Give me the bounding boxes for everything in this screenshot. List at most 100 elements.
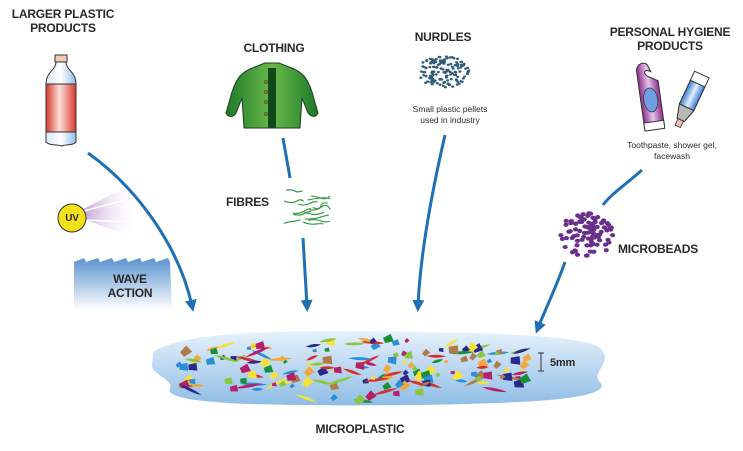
pellet bbox=[429, 80, 433, 84]
microbead bbox=[609, 233, 616, 238]
pellet bbox=[432, 70, 436, 73]
microbead bbox=[594, 242, 600, 247]
plastic-fragment bbox=[311, 379, 335, 385]
plastic-fragment bbox=[215, 341, 236, 349]
microbeads-icon bbox=[558, 211, 616, 258]
plastic-fragment bbox=[470, 371, 478, 378]
pellet bbox=[430, 59, 434, 63]
pellet bbox=[429, 75, 433, 78]
scale-bar-icon bbox=[538, 352, 544, 372]
pellet bbox=[432, 65, 436, 69]
plastic-fragment bbox=[370, 340, 381, 351]
plastic-fragment bbox=[391, 339, 400, 346]
microbead bbox=[597, 238, 603, 243]
plastic-fragment bbox=[481, 387, 507, 393]
microplastic-fragments bbox=[175, 333, 532, 405]
label-fibres: FIBRES bbox=[226, 195, 269, 209]
pellet bbox=[446, 63, 450, 67]
label-microbeads: MICROBEADS bbox=[618, 242, 699, 256]
caption-line: facewash bbox=[654, 151, 690, 161]
plastic-fragment bbox=[246, 346, 251, 351]
plastic-fragment bbox=[213, 355, 239, 362]
label-microplastic: MICROPLASTIC bbox=[315, 422, 405, 436]
plastic-fragment bbox=[279, 380, 287, 388]
pellet bbox=[454, 78, 458, 81]
pellet bbox=[451, 67, 455, 70]
microbead bbox=[563, 222, 569, 227]
fibre bbox=[293, 210, 312, 216]
pellet bbox=[449, 77, 453, 81]
fibre bbox=[312, 202, 328, 210]
microbead bbox=[572, 221, 579, 226]
microbead bbox=[592, 225, 598, 230]
plastic-fragment bbox=[460, 355, 469, 363]
label-wave-action: WAVE ACTION bbox=[100, 272, 160, 300]
fibre bbox=[283, 219, 301, 224]
plastic-fragment bbox=[387, 356, 397, 365]
plastic-fragment bbox=[263, 364, 274, 373]
jacket-icon bbox=[225, 62, 319, 129]
plastic-fragment bbox=[483, 371, 493, 380]
microbead bbox=[601, 225, 607, 230]
plastic-fragment bbox=[282, 359, 288, 364]
plastic-fragment bbox=[519, 373, 532, 384]
pellet bbox=[424, 81, 428, 84]
pellet bbox=[448, 56, 452, 59]
plastic-fragment bbox=[365, 390, 377, 401]
microbead bbox=[569, 235, 575, 241]
plastic-fragment bbox=[301, 376, 314, 388]
pellet bbox=[453, 73, 457, 77]
microbead bbox=[604, 228, 610, 233]
plastic-fragment bbox=[330, 393, 339, 402]
plastic-fragment bbox=[305, 343, 321, 348]
plastic-fragment bbox=[450, 370, 455, 375]
plastic-fragment bbox=[348, 357, 373, 361]
caption-line: used in industry bbox=[420, 115, 480, 125]
microbead bbox=[563, 218, 569, 223]
label-scale-5mm: 5mm bbox=[550, 357, 576, 369]
arrow-hygiene-to-microbeads bbox=[601, 168, 643, 206]
microbead bbox=[586, 211, 592, 216]
plastic-fragment bbox=[469, 352, 478, 361]
pellet bbox=[431, 79, 435, 82]
microbead bbox=[590, 221, 596, 226]
microbead bbox=[588, 236, 595, 241]
pellet bbox=[436, 70, 440, 74]
pellet bbox=[424, 66, 428, 70]
plastic-fragment bbox=[415, 388, 424, 396]
pellet bbox=[454, 71, 458, 74]
microbead bbox=[585, 230, 591, 235]
pellet bbox=[461, 77, 465, 80]
plastic-fragment bbox=[327, 376, 354, 385]
pellet bbox=[436, 63, 440, 66]
plastic-fragment bbox=[343, 342, 366, 346]
microbead bbox=[583, 253, 590, 258]
label-line: PRODUCTS bbox=[30, 21, 96, 35]
pellet bbox=[443, 86, 447, 89]
plastic-fragment bbox=[477, 358, 488, 368]
microbead bbox=[558, 233, 564, 238]
flow-arrows bbox=[87, 134, 643, 334]
plastic-fragment bbox=[394, 379, 405, 389]
microbead bbox=[608, 225, 614, 230]
pellet bbox=[434, 57, 438, 61]
microbead bbox=[590, 215, 596, 220]
microbead bbox=[574, 233, 580, 238]
microbead bbox=[584, 243, 590, 248]
pellet bbox=[428, 57, 432, 60]
microbead bbox=[579, 216, 585, 221]
plastic-fragment bbox=[486, 358, 493, 364]
pellet bbox=[422, 74, 426, 77]
plastic-fragment bbox=[443, 359, 449, 364]
pellet bbox=[425, 59, 429, 63]
plastic-fragment bbox=[510, 356, 521, 365]
microbead bbox=[562, 244, 568, 250]
plastic-fragment bbox=[472, 342, 484, 353]
pellet bbox=[443, 58, 447, 61]
pellet bbox=[459, 66, 463, 69]
pellet bbox=[465, 72, 469, 76]
plastic-fragment bbox=[444, 339, 459, 348]
fibre bbox=[298, 201, 318, 206]
wave-block bbox=[74, 258, 172, 310]
microbead bbox=[603, 248, 609, 253]
